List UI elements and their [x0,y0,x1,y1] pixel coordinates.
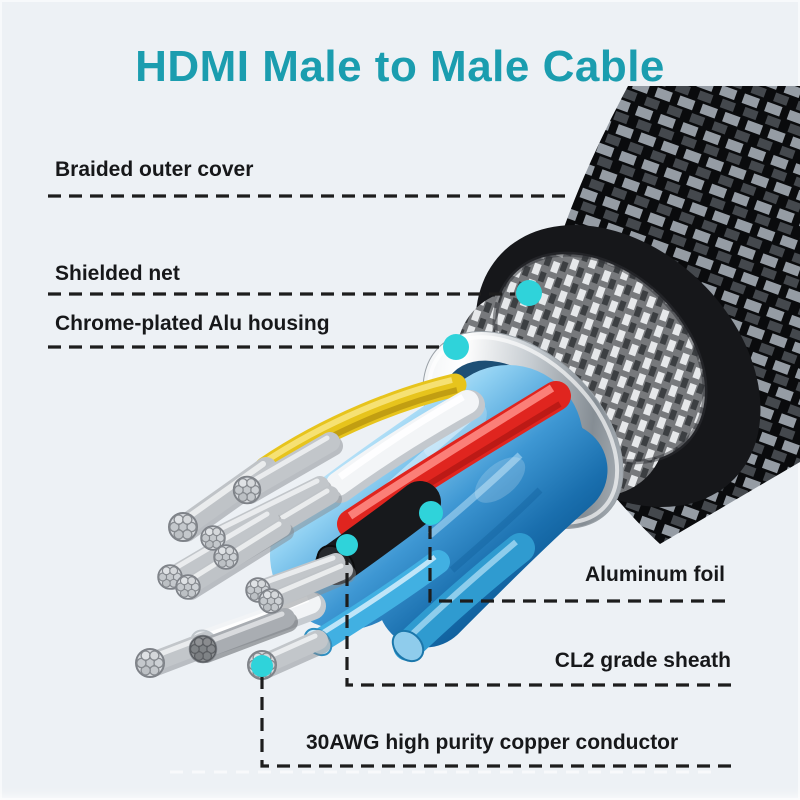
page-title: HDMI Male to Male Cable [135,42,665,91]
label-cl2-grade-sheath: CL2 grade sheath [554,649,731,672]
label-braided-outer-cover: Braided outer cover [55,158,254,181]
label-shielded-net: Shielded net [55,262,180,285]
copper-conductors-graphic [135,432,356,680]
label-30awg-copper-conductor: 30AWG high purity copper conductor [306,731,679,754]
label-aluminum-foil: Aluminum foil [585,563,725,586]
white-wire-top-graphic [325,390,485,503]
label-chrome-plated-alu-housing: Chrome-plated Alu housing [55,312,330,335]
